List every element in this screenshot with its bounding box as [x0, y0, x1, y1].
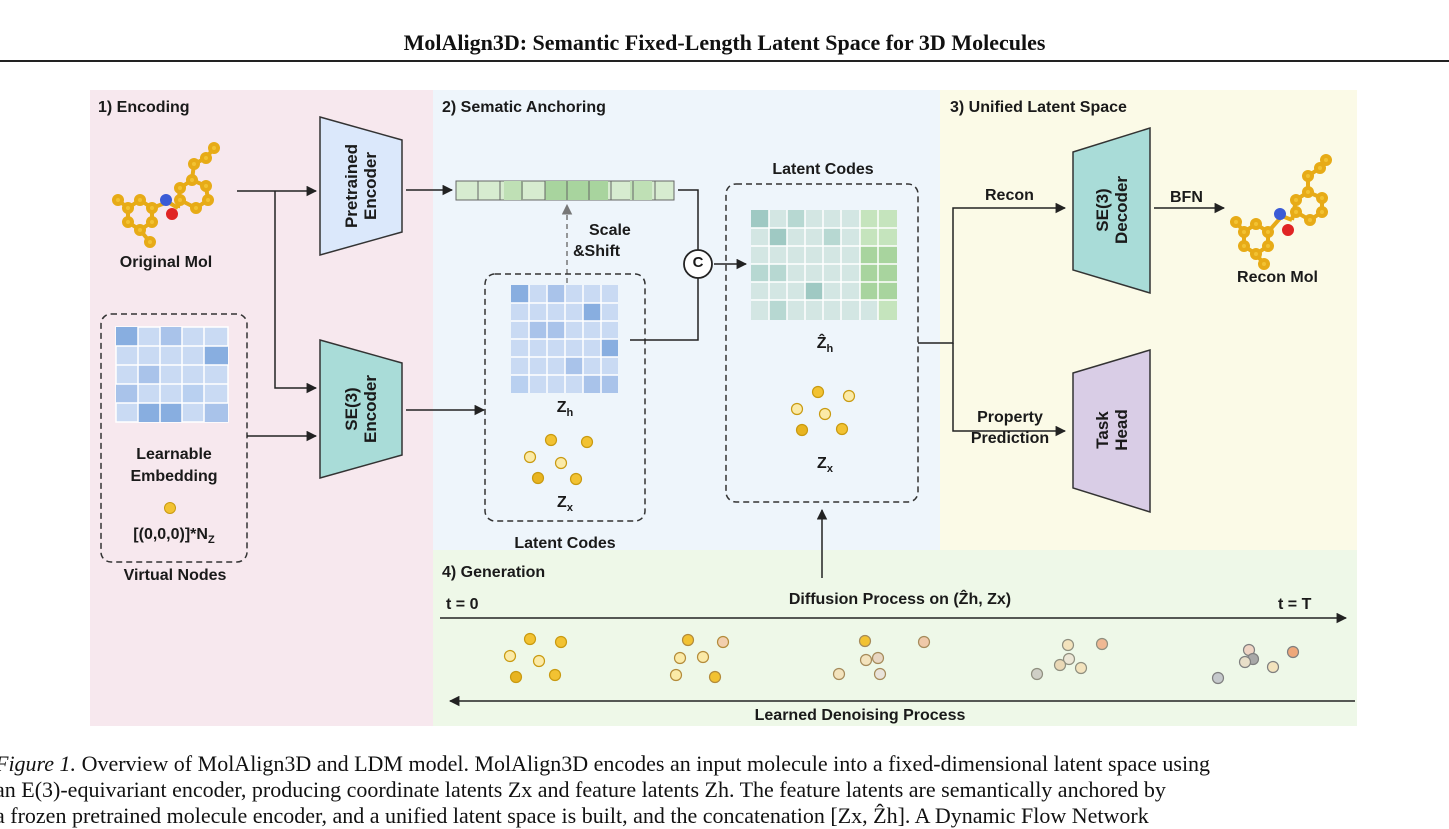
denoising-label: Learned Denoising Process	[754, 707, 966, 724]
original-molecule-icon	[112, 142, 220, 248]
virtual-nodes-expression: [(0,0,0)]*NZ	[133, 526, 215, 547]
panel-generation	[433, 550, 1357, 726]
panel-title-encoding: 1) Encoding	[98, 99, 190, 116]
virtual-nodes-label: Virtual Nodes	[123, 567, 227, 584]
se3-encoder-label: SE(3) Encoder	[342, 374, 380, 444]
pretrained-encoder-block	[319, 116, 403, 256]
zx-points	[523, 433, 594, 486]
pretrained-encoder-label: Pretrained Encoder	[342, 143, 380, 229]
se3-decoder-label: SE(3) Decoder	[1093, 175, 1131, 245]
panel-title-unified: 3) Unified Latent Space	[950, 99, 1127, 116]
zh-hat-label: Ẑh	[816, 335, 834, 356]
se3-encoder-block	[319, 339, 403, 479]
caption-line-1: Figure 1. Overview of MolAlign3D and LDM…	[0, 751, 1211, 776]
page-title: MolAlign3D: Semantic Fixed-Length Latent…	[403, 30, 1046, 55]
panel-title-anchoring: 2) Sematic Anchoring	[442, 99, 606, 116]
recon-mol-label: Recon Mol	[1237, 269, 1318, 286]
original-mol-label: Original Mol	[119, 254, 213, 271]
diffusion-cluster-3	[832, 634, 931, 681]
diffusion-cluster-4	[1030, 637, 1109, 681]
learnable-embedding-grid	[115, 326, 229, 423]
t0-label: t = 0	[446, 596, 479, 613]
latent-codes-bottom-label: Latent Codes	[514, 535, 616, 552]
zx-points-right	[790, 385, 856, 437]
task-head-label: Task Head	[1093, 409, 1131, 451]
learnable-embedding-label: Learnable Embedding	[130, 446, 218, 485]
panel-title-generation: 4) Generation	[442, 564, 546, 581]
header-rule	[0, 60, 1449, 62]
caption-line-3: a frozen pretrained molecule encoder, an…	[0, 803, 1149, 828]
scale-shift-label: Scale &Shift	[573, 222, 631, 260]
diffusion-cluster-5	[1211, 643, 1300, 685]
semantic-vector	[455, 180, 675, 201]
latent-codes-top-label: Latent Codes	[772, 161, 874, 178]
zx-right-label: Zx	[817, 455, 833, 476]
zh-grid	[511, 285, 618, 393]
recon-label: Recon	[985, 187, 1034, 204]
diffusion-cluster-2	[669, 633, 730, 684]
diffusion-label: Diffusion Process on (Ẑh, Zx)	[788, 591, 1012, 608]
virtual-node-atom	[164, 502, 176, 514]
recon-molecule-icon	[1230, 154, 1332, 270]
concat-circle	[683, 249, 713, 279]
property-prediction-label: Property Prediction	[970, 409, 1050, 447]
diffusion-cluster-1	[503, 632, 568, 684]
se3-decoder-block	[1072, 126, 1151, 295]
zh-label: Zh	[556, 399, 574, 420]
zh-hat-grid	[751, 210, 897, 320]
zx-label: Zx	[557, 494, 573, 515]
caption-line-2: an E(3)-equivariant encoder, producing c…	[0, 777, 1166, 802]
concat-label: C	[692, 254, 704, 271]
tT-label: t = T	[1278, 596, 1312, 613]
task-head-block	[1072, 348, 1151, 514]
bfn-label: BFN	[1170, 189, 1203, 206]
